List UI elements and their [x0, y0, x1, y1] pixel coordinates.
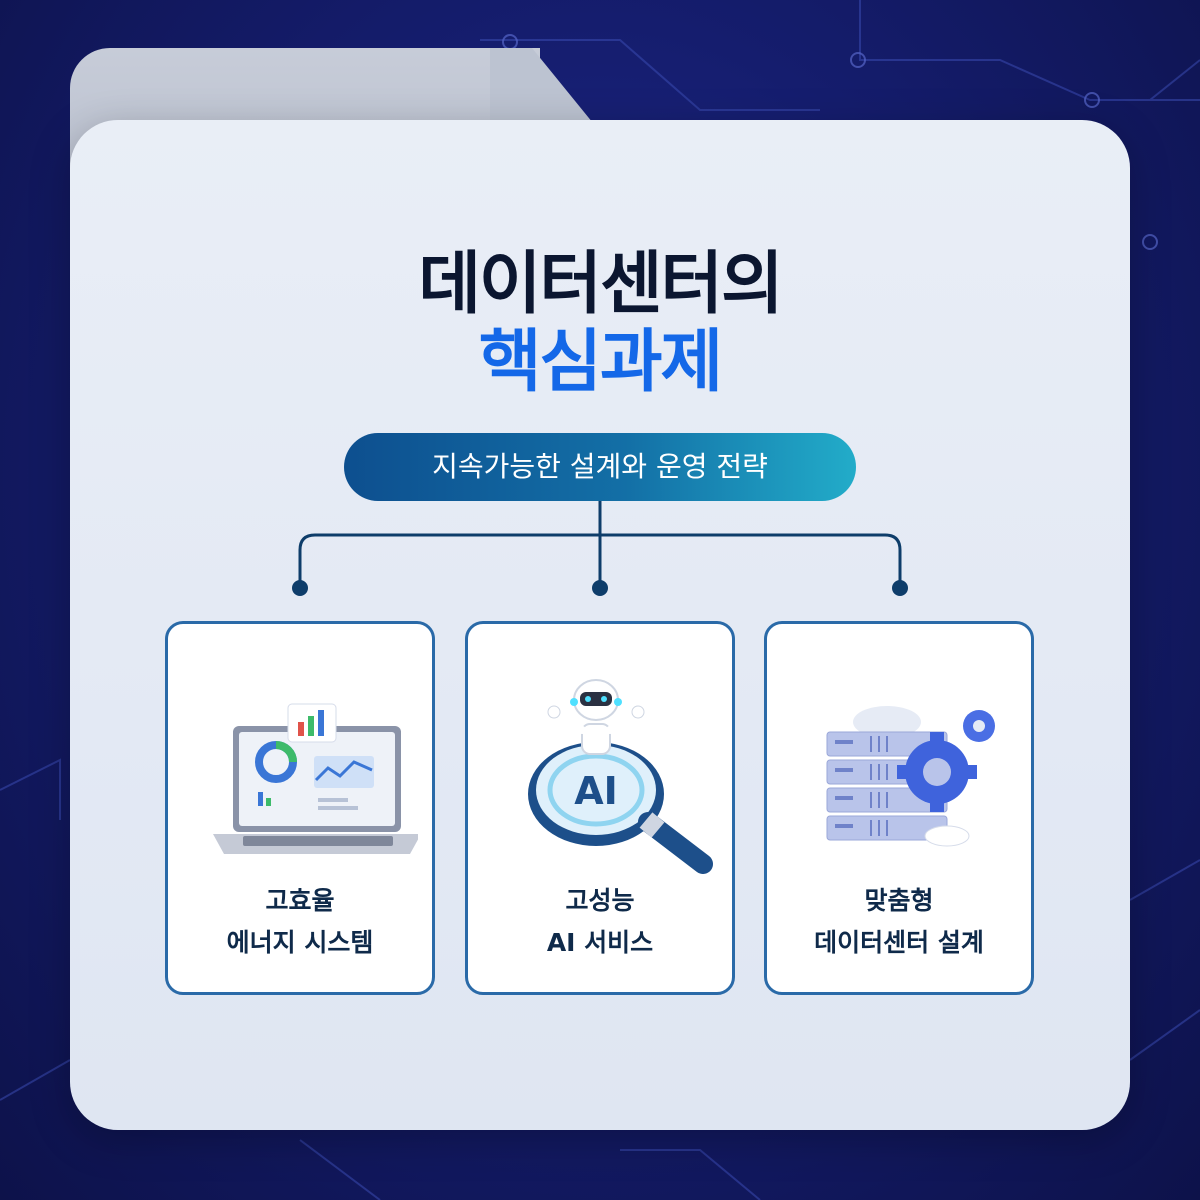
tree-connector [292, 501, 908, 596]
laptop-dashboard-icon [213, 703, 418, 854]
ai-badge-text: AI [574, 769, 618, 813]
card-energy-system[interactable]: 고효율 에너지 시스템 [165, 621, 435, 995]
card-ai-service[interactable]: AI 고성능 AI 서비스 [465, 621, 735, 995]
card-energy-line2: 에너지 시스템 [226, 928, 374, 957]
ai-robot-magnifier-icon: AI [528, 679, 713, 874]
subtitle-pill: 지속가능한 설계와 운영 전략 [344, 433, 856, 501]
card-ai-line1: 고성능 [565, 886, 635, 915]
card-ai-line2: AI 서비스 [546, 928, 654, 957]
card-design-line1: 맞춤형 [864, 886, 934, 915]
card-datacenter-design[interactable]: 맞춤형 데이터센터 설계 [764, 621, 1034, 995]
page-title-line1: 데이터센터의 [418, 245, 783, 324]
server-gear-icon [826, 706, 995, 847]
card-design-line2: 데이터센터 설계 [814, 928, 984, 957]
card-energy-line1: 고효율 [265, 886, 335, 915]
page-title-line2: 핵심과제 [478, 323, 723, 402]
